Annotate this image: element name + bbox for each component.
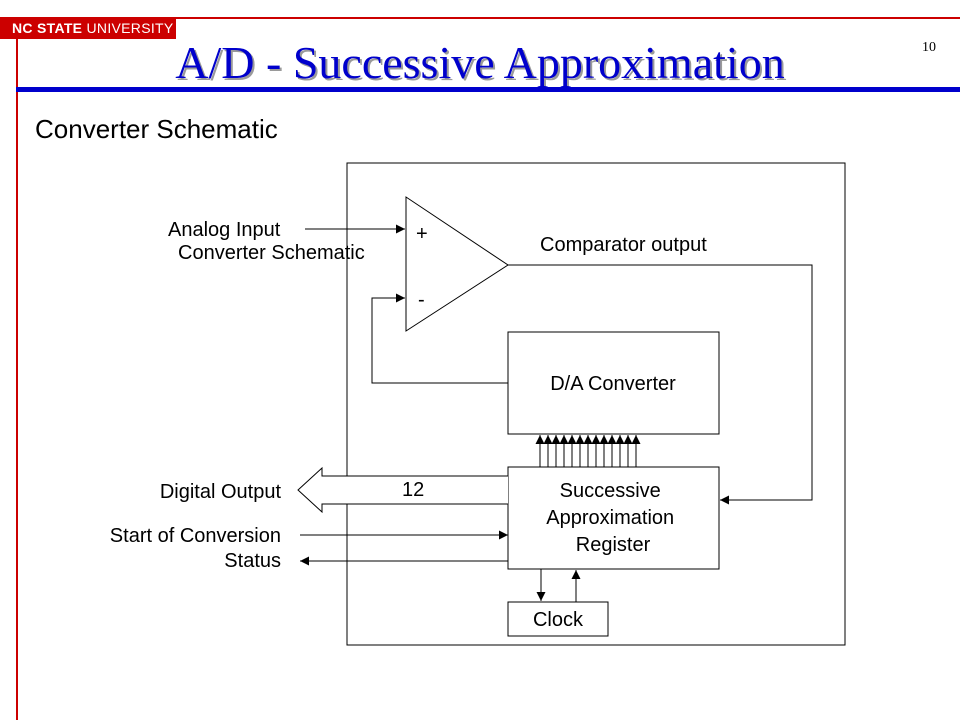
sar-label-line: Register [576,534,651,556]
left-rule [16,39,18,720]
dac-label: D/A Converter [550,373,676,395]
dac-feedback-wire [371,293,508,384]
bus-width-label: 12 [402,479,424,501]
comparator-plus-sign: + [416,223,428,245]
title-rule [16,87,960,92]
clock-block [507,601,609,637]
comparator-output-label: Comparator output [540,234,707,256]
logo-rest-text: UNIVERSITY [82,20,174,36]
comparator-minus-sign: - [418,289,425,311]
digital-output-bus-arrow [297,466,508,514]
status-label: Status [224,550,281,572]
digital-output-label: Digital Output [160,481,282,503]
analog-input-label: Analog Input [168,219,281,241]
university-logo: NC STATE UNIVERSITY [0,17,176,39]
clock-label: Clock [533,609,584,631]
sar-label-line: Approximation [546,507,674,529]
top-rule [176,17,960,19]
analog-input-sublabel: Converter Schematic [178,242,365,264]
comparator-triangle [405,196,509,332]
dac-bus-arrows [535,435,641,467]
comparator-output-wire [508,264,813,505]
sar-label: Successive Approximation Register [546,480,679,556]
dac-block [507,331,720,435]
page-number: 10 [922,40,936,55]
slide-subtitle: Converter Schematic [35,114,278,144]
start-of-conversion-label: Start of Conversion [110,525,281,547]
logo-bold-text: NC STATE [12,20,83,36]
sar-label-line: Successive [560,480,661,502]
sar-block [507,466,720,570]
slide-title: A/D - Successive Approximation [175,37,785,88]
